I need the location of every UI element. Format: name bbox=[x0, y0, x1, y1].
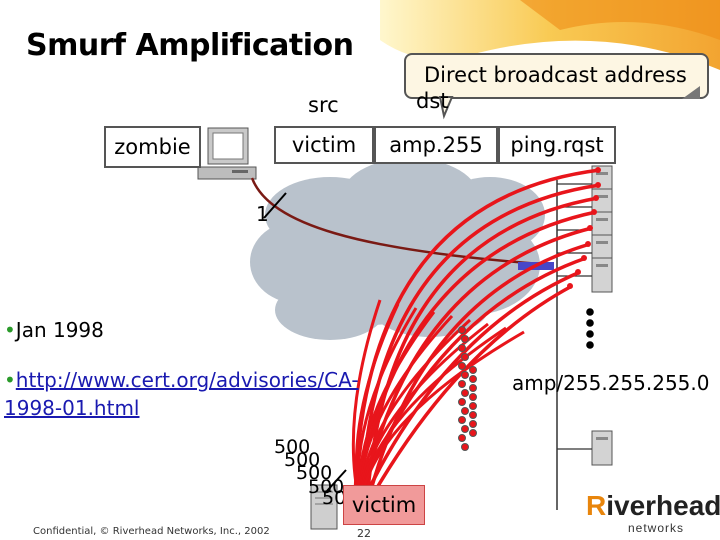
reply-count: 500 bbox=[308, 476, 345, 498]
riverhead-logo: Riverhead bbox=[586, 490, 720, 521]
amp-server-icon bbox=[557, 257, 613, 293]
callout-text: Direct broadcast address bbox=[424, 63, 687, 87]
arrow-tail bbox=[567, 283, 573, 289]
ellipsis-dot bbox=[586, 330, 594, 338]
reply-dot bbox=[461, 425, 469, 433]
arrow-tail bbox=[581, 255, 587, 261]
victim-label: victim bbox=[343, 485, 425, 525]
reply-arrow bbox=[365, 196, 599, 506]
step-label: 1 bbox=[256, 202, 269, 226]
arrow-tail bbox=[575, 269, 581, 275]
reply-dot bbox=[461, 353, 469, 361]
reply-dot bbox=[458, 416, 466, 424]
packet-src-field: victim bbox=[274, 126, 374, 164]
reply-count: 500 bbox=[284, 449, 321, 471]
more-replies-dots bbox=[458, 326, 477, 451]
bullet-marker: • bbox=[4, 318, 16, 342]
reply-dot bbox=[469, 393, 477, 401]
zombie-link bbox=[250, 177, 541, 266]
bullet-date-text: Jan 1998 bbox=[15, 318, 104, 342]
reply-dot bbox=[458, 434, 466, 442]
arrow-tail bbox=[585, 241, 591, 247]
reply-tick bbox=[325, 469, 347, 493]
reply-dot bbox=[461, 371, 469, 379]
reply-dot bbox=[469, 375, 477, 383]
reply-count: 500 bbox=[296, 462, 333, 484]
bullet-date: •Jan 1998 bbox=[4, 318, 104, 342]
reply-dot bbox=[461, 443, 469, 451]
victim-server-icon bbox=[310, 484, 338, 530]
bullet-link: •http://www.cert.org/advisories/CA-1998-… bbox=[4, 366, 359, 422]
reply-dot bbox=[461, 335, 469, 343]
reply-dot bbox=[458, 398, 466, 406]
amp-server-icon bbox=[557, 430, 613, 466]
bullet-marker: • bbox=[4, 368, 16, 392]
slide-title: Smurf Amplification bbox=[26, 28, 354, 63]
reply-dot bbox=[458, 344, 466, 352]
zombie-label: zombie bbox=[104, 126, 201, 168]
arrow-tail bbox=[587, 225, 593, 231]
reply-dot bbox=[469, 402, 477, 410]
packet-dst-field: amp.255 bbox=[374, 126, 498, 164]
arrow-tail bbox=[593, 195, 599, 201]
amp-address-label: amp/255.255.255.0 bbox=[512, 371, 710, 395]
more-amplifiers-dots bbox=[586, 308, 594, 349]
ellipsis-dot bbox=[586, 308, 594, 316]
src-label: src bbox=[308, 93, 339, 117]
footer-confidential: Confidential, © Riverhead Networks, Inc.… bbox=[33, 526, 270, 537]
reply-dot bbox=[458, 362, 466, 370]
reply-dot bbox=[469, 366, 477, 374]
arrow-tail bbox=[591, 209, 597, 215]
reply-dot bbox=[469, 411, 477, 419]
reply-arrow bbox=[359, 270, 581, 506]
reply-dot bbox=[469, 429, 477, 437]
arrow-tail bbox=[595, 167, 601, 173]
reply-dot bbox=[458, 326, 466, 334]
zombie-computer-icon bbox=[197, 127, 257, 180]
page-number: 22 bbox=[357, 527, 371, 540]
reply-count: 500 bbox=[274, 436, 311, 458]
ellipsis-dot bbox=[586, 341, 594, 349]
step-tick bbox=[263, 192, 287, 219]
reply-dot bbox=[469, 384, 477, 392]
reply-arrow bbox=[365, 242, 591, 506]
reply-dot bbox=[469, 420, 477, 428]
riverhead-logo-sub: networks bbox=[628, 521, 685, 535]
arrow-tail bbox=[595, 182, 601, 188]
packet-type-field: ping.rqst bbox=[498, 126, 616, 164]
internet-cloud bbox=[250, 158, 545, 340]
reply-dot bbox=[461, 389, 469, 397]
ellipsis-dot bbox=[586, 319, 594, 327]
reply-arrow bbox=[353, 168, 601, 506]
dst-label: dst bbox=[416, 89, 449, 113]
reply-dot bbox=[461, 407, 469, 415]
reply-arrow bbox=[358, 330, 525, 506]
callout-balloon bbox=[404, 53, 709, 99]
reply-dot bbox=[458, 380, 466, 388]
advisory-link[interactable]: http://www.cert.org/advisories/CA-1998-0… bbox=[4, 368, 359, 420]
